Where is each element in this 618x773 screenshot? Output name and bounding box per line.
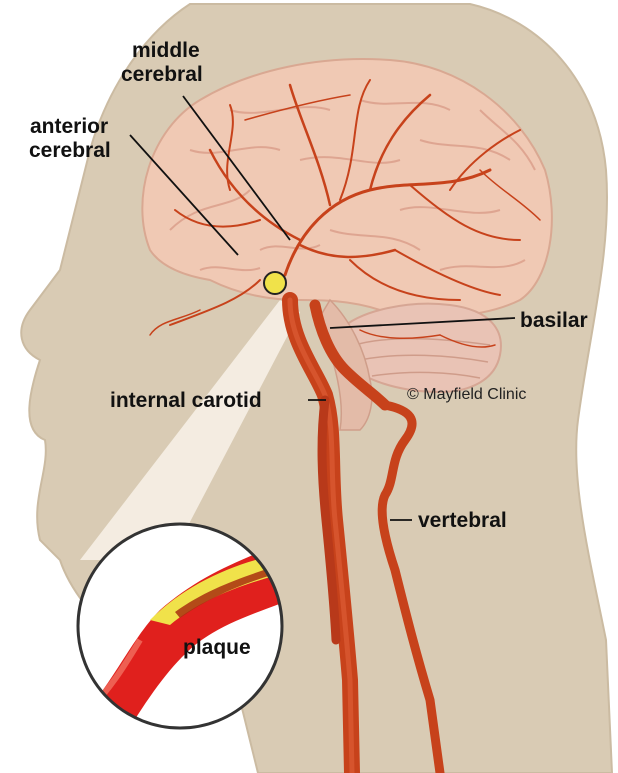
label-vertebral: vertebral [418,509,507,532]
label-internal-carotid: internal carotid [110,389,262,412]
label-anterior-cerebral-line1: anterior [30,115,108,138]
brain-cerebrum [142,59,552,317]
copyright-notice: © Mayfield Clinic [407,386,526,403]
label-plaque: plaque [183,636,251,659]
label-anterior-cerebral-line2: cerebral [29,139,111,162]
highlight-circle [264,272,286,294]
label-basilar: basilar [520,309,588,332]
label-middle-cerebral-line1: middle [132,39,200,62]
label-middle-cerebral-line2: cerebral [121,63,203,86]
